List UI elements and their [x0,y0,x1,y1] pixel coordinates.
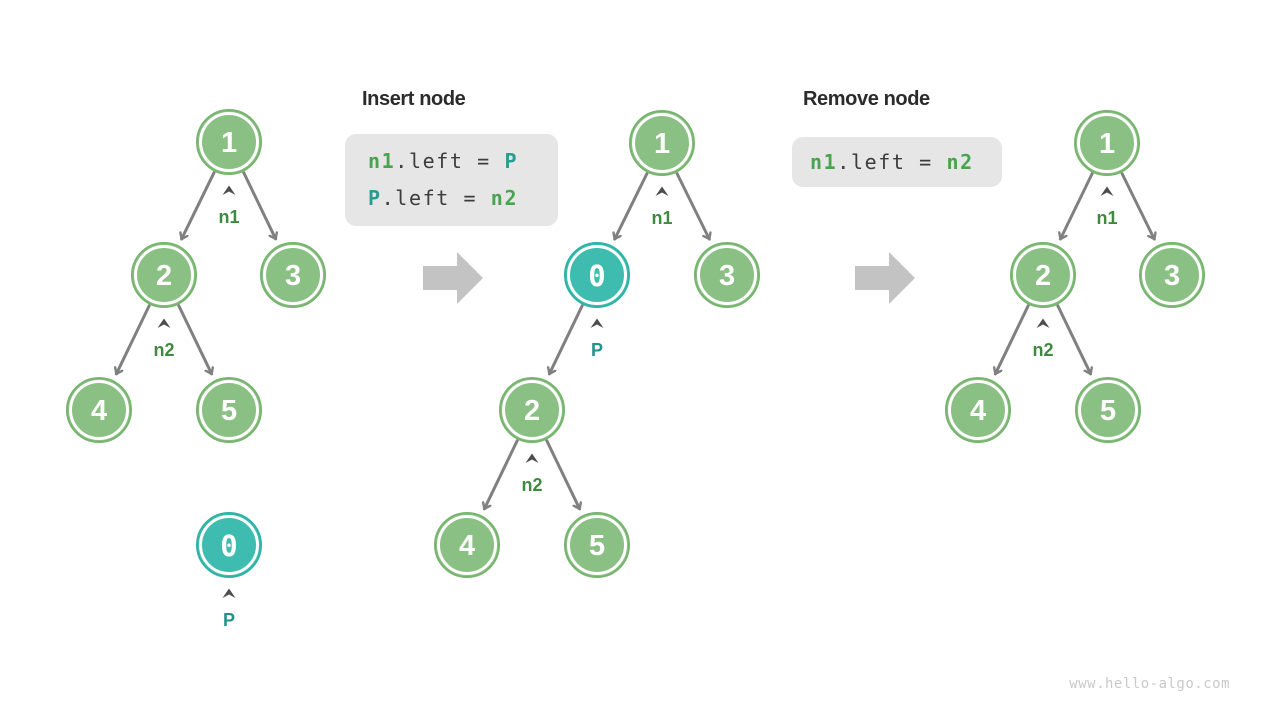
tree-after-remove: 1 2 3 4 5 n1 n2 [945,110,1205,443]
pointer-label-n1: n1 [218,207,239,227]
tree-node-value: 5 [221,395,237,427]
pointer-label-n2: n2 [153,340,174,360]
tree-node-value: 3 [285,260,301,292]
tree-node-5: 5 [196,377,262,443]
tree-edge [182,171,216,241]
tree-node-5: 5 [1075,377,1141,443]
tree-node-value: 4 [91,395,107,427]
tree-edge [177,304,212,376]
code-token: .left = [381,186,491,210]
code-line: P.left = n2 [368,180,558,217]
pointer-label-P: P [223,610,235,630]
pointer-label-P: P [591,340,603,360]
pointer-label-n1: n1 [1096,208,1117,228]
code-line: n1.left = P [368,143,558,180]
code-token: n2 [946,149,974,174]
remove-code-box: n1.left = n2 [792,137,1002,187]
tree-node-value: 5 [1100,395,1116,427]
tree-edge [242,171,276,241]
tree-node-value: 2 [524,395,540,427]
tree-node-2: 2 [1010,242,1076,308]
code-token: P [368,186,382,210]
pointer-caret [222,588,236,598]
pointer-caret [655,186,669,196]
tree-node-0: 0 [196,512,262,578]
code-token: n1 [368,149,396,173]
tree-node-4: 4 [66,377,132,443]
pointer-caret [1036,318,1050,328]
tree-edge [1060,172,1094,241]
tree-node-value: 1 [654,128,670,160]
watermark: www.hello-algo.com [1069,676,1230,692]
tree-node-value: 2 [156,260,172,292]
tree-node-value: 3 [1164,260,1180,292]
tree-node-1: 1 [196,109,262,175]
pointer-label-n2: n2 [1032,340,1053,360]
tree-node-4: 4 [434,512,500,578]
code-token: .left = [395,149,505,173]
transition-arrow-insert [423,252,483,304]
tree-node-value: 3 [719,260,735,292]
tree-edge [675,172,709,241]
tree-node-2: 2 [131,242,197,308]
pointer-caret [590,318,604,328]
tree-node-value: 4 [459,530,475,562]
pointer-label-n1: n1 [651,208,672,228]
tree-node-1: 1 [629,110,695,176]
tree-edge [545,439,580,511]
tree-node-2: 2 [499,377,565,443]
remove-node-title: Remove node [803,88,930,110]
code-line: n1.left = n2 [810,144,1002,181]
tree-node-4: 4 [945,377,1011,443]
pointer-label-n2: n2 [521,475,542,495]
tree-node-value: 0 [588,259,605,293]
code-token: n2 [490,186,519,210]
tree-edge [1120,172,1154,241]
pointer-caret [1100,186,1114,196]
tree-node-1: 1 [1074,110,1140,176]
tree-edge [615,172,649,241]
tree-edge [484,439,519,511]
tree-node-3: 3 [694,242,760,308]
tree-node-value: 2 [1035,260,1051,292]
transition-arrow-remove [855,252,915,304]
insert-node-title: Insert node [362,88,466,110]
pointer-caret [157,318,171,328]
tree-node-value: 1 [221,127,237,159]
tree-node-5: 5 [564,512,630,578]
code-token: P [504,149,519,173]
tree-edge [116,304,151,376]
tree-node-value: 4 [970,395,986,427]
tree-before-insert: 1 2 3 4 5 0 n1 n2P [66,109,326,630]
tree-node-value: 5 [589,530,605,562]
tree-node-value: 0 [220,529,237,563]
tree-edge [1056,304,1091,376]
pointer-caret [525,453,539,463]
tree-node-value: 1 [1099,128,1115,160]
tree-edge [995,304,1030,376]
pointer-caret [222,185,236,195]
tree-node-0: 0 [564,242,630,308]
code-token: .left = [837,149,947,174]
tree-edge [549,304,584,376]
code-token: n1 [810,149,838,174]
tree-node-3: 3 [1139,242,1205,308]
tree-node-3: 3 [260,242,326,308]
